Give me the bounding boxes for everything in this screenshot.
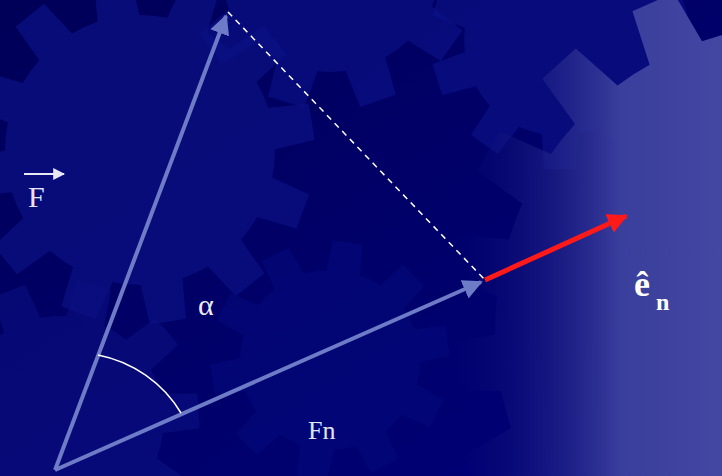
subscript-label: n [656, 290, 669, 314]
unit-normal-vector [485, 216, 626, 280]
gear-shape [0, 281, 200, 476]
unit-normal-label: ê [634, 266, 650, 302]
gear-shape [210, 240, 450, 476]
angle-arc [98, 355, 181, 413]
dashed-projection [228, 12, 485, 280]
vector-arrow-symbol [24, 173, 64, 175]
gear-shape [440, 0, 722, 476]
angle-label: α [198, 290, 214, 320]
force-label: F [28, 182, 45, 212]
force-vector [55, 16, 226, 470]
normal-force-label: Fn [308, 418, 335, 444]
normal-force-vector [55, 282, 481, 470]
